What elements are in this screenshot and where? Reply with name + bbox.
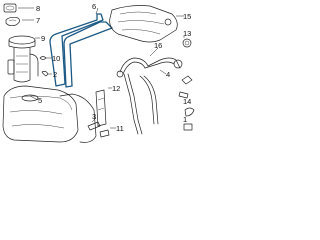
callout-9: 9 <box>41 34 45 43</box>
callout-labels: 8 7 6 15 9 16 13 10 2 4 5 12 3 11 14 1 <box>36 2 191 133</box>
callout-15: 15 <box>183 12 191 21</box>
callout-5: 5 <box>38 96 42 105</box>
tank-bolts-brackets <box>87 117 116 138</box>
callout-11: 11 <box>116 124 124 133</box>
callout-6: 6 <box>92 2 96 11</box>
fuel-pump-module <box>7 35 40 83</box>
heat-shield-bracket <box>95 87 112 127</box>
callout-3: 3 <box>92 112 96 121</box>
fuel-tank-strap-highlighted <box>49 7 113 88</box>
callout-4: 4 <box>166 70 170 79</box>
filler-cap-parts <box>182 36 195 131</box>
callout-2: 2 <box>53 70 57 79</box>
clamp-parts <box>39 56 52 77</box>
callout-7: 7 <box>36 16 40 25</box>
callout-8: 8 <box>36 4 40 13</box>
callout-13: 13 <box>183 29 191 38</box>
callout-1: 1 <box>183 115 187 124</box>
filler-neck-assembly <box>116 47 193 135</box>
fuel-tank <box>2 85 97 143</box>
fuel-tank-parts-diagram: 8 7 6 15 9 16 13 10 2 4 5 12 3 11 14 1 <box>2 2 195 143</box>
callout-14: 14 <box>183 97 191 106</box>
vapor-canister <box>109 5 184 43</box>
callout-12: 12 <box>112 84 120 93</box>
callout-10: 10 <box>52 54 60 63</box>
cap-seal-group <box>3 3 34 27</box>
callout-16: 16 <box>154 41 162 50</box>
